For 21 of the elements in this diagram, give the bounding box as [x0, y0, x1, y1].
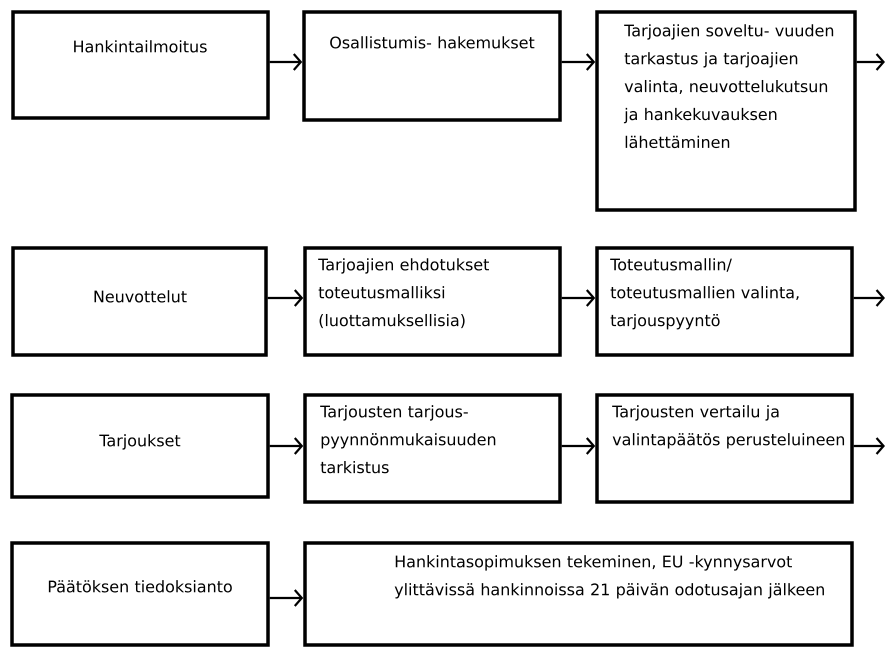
process-box: Päätöksen tiedoksianto [10, 541, 270, 647]
process-box: Tarjousten vertailu ja valintapäätös perusteluineen [595, 393, 854, 504]
process-box: Toteutusmallin/ toteutusmallien valinta, tarjouspyyntö [595, 246, 854, 357]
arrow [562, 437, 596, 455]
arrow [854, 289, 885, 307]
process-box: Hankintailmoitus [11, 10, 270, 120]
process-box: Osallistumis- hakemukset [302, 10, 562, 122]
arrow [270, 437, 304, 455]
arrow [562, 53, 596, 71]
process-box: Tarjoukset [10, 393, 270, 499]
process-box: Hankintasopimuksen tekeminen, EU -kynnysarvot ylittävissä hankinnoissa 21 päivän odotusajan jälkeen [303, 541, 854, 647]
arrow [856, 53, 885, 71]
arrow [270, 589, 304, 607]
process-box: Tarjoajien soveltu- vuuden tarkastus ja tarjoajien valinta, neuvottelukutsun ja hankekuvauksen lähettäminen [595, 10, 857, 212]
arrow [562, 289, 596, 307]
process-box: Neuvottelut [11, 246, 268, 357]
arrow [854, 437, 885, 455]
process-box: Tarjousten tarjous- pyynnönmukaisuuden tarkistus [303, 393, 562, 504]
process-box: Tarjoajien ehdotukset toteutusmalliksi (luottamuksellisia) [303, 246, 562, 357]
arrow [270, 53, 302, 71]
arrow [268, 289, 304, 307]
